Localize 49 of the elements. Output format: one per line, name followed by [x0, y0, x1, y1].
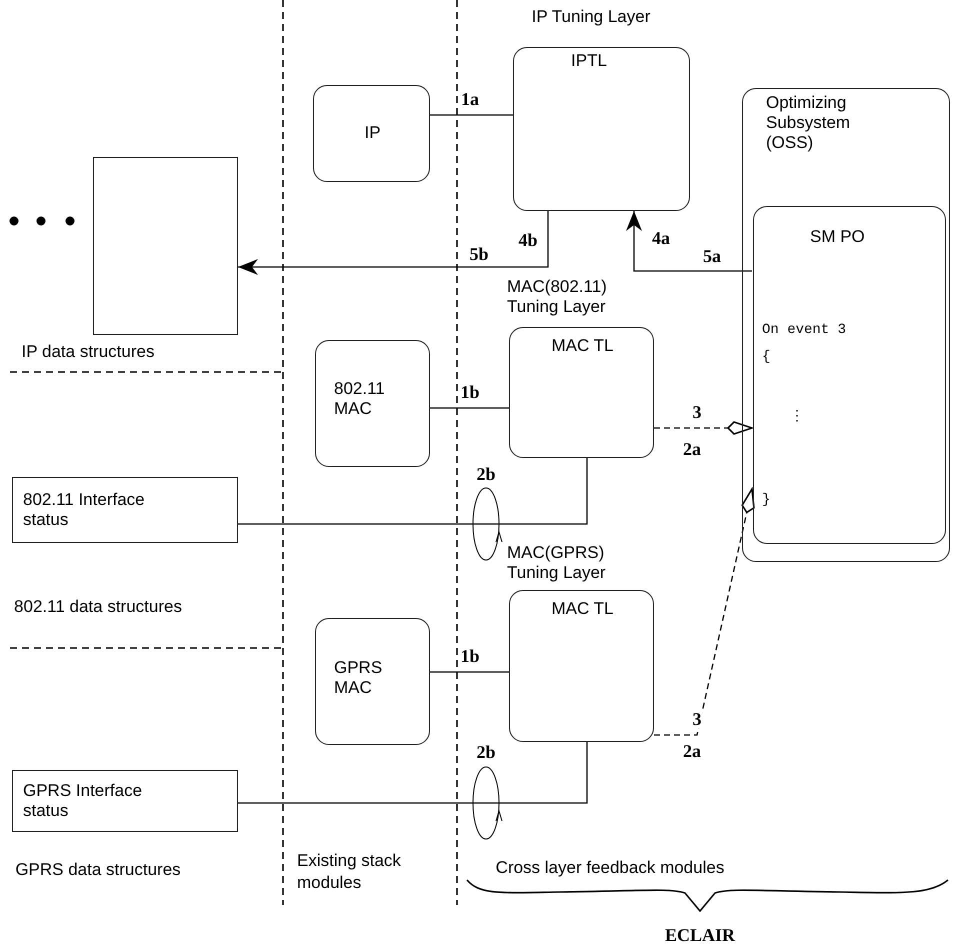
code-text: }	[762, 491, 772, 510]
node-label: 802.11 Interface status	[23, 490, 146, 530]
edge-label: 1a	[460, 90, 480, 108]
connector-line	[430, 114, 513, 116]
code-text: {	[762, 348, 772, 367]
layer-title: MAC(GPRS) Tuning Layer	[507, 543, 607, 583]
node-label: IP	[363, 123, 382, 143]
arrow	[626, 211, 752, 272]
node-label: MAC TL	[550, 599, 615, 619]
edge-label: 3	[692, 403, 702, 421]
module-box	[315, 340, 430, 467]
signal-label: 5a	[702, 247, 722, 265]
data-box	[12, 770, 238, 832]
code-text: On event 3	[762, 321, 848, 340]
node-label: MAC TL	[550, 336, 615, 356]
layer-title: MAC(802.11) Tuning Layer	[507, 277, 608, 317]
edge-label: 2b	[476, 465, 496, 483]
module-box	[742, 88, 950, 562]
node-label: Optimizing Subsystem (OSS)	[766, 93, 852, 153]
edge-label: 3	[692, 710, 702, 728]
node-label: 802.11 MAC	[334, 379, 386, 419]
signal-label: 4b	[518, 231, 538, 249]
edge-label: 2b	[476, 743, 496, 761]
edge-label: 4a	[651, 229, 671, 247]
connector-line	[238, 458, 588, 525]
module-box	[313, 85, 430, 182]
module-box	[753, 206, 946, 544]
node-label: GPRS MAC	[334, 658, 384, 698]
connector-line	[238, 742, 588, 804]
node-label: SM PO	[810, 227, 866, 247]
empty-box	[93, 157, 238, 335]
node-label: GPRS Interface status	[23, 781, 144, 821]
dashed-connector	[654, 421, 753, 435]
edge-label: 5b	[468, 245, 490, 263]
module-box	[315, 618, 430, 745]
node-label: IPTL	[570, 51, 608, 71]
dashed-connector	[654, 488, 755, 736]
signal-label: ECLAIR	[664, 926, 736, 944]
arrow	[238, 211, 549, 275]
layer-title: IP Tuning Layer	[530, 7, 652, 27]
signal-label: 2a	[682, 742, 702, 760]
connector-line	[430, 671, 509, 673]
data-box	[12, 477, 238, 543]
code-text: ⋮	[790, 408, 805, 427]
signal-label: 2a	[682, 440, 702, 458]
region-label: Cross layer feedback modules	[494, 859, 726, 877]
edge-label: 1b	[460, 383, 480, 401]
connector-line	[430, 407, 509, 409]
edge-label: 1b	[460, 647, 480, 665]
